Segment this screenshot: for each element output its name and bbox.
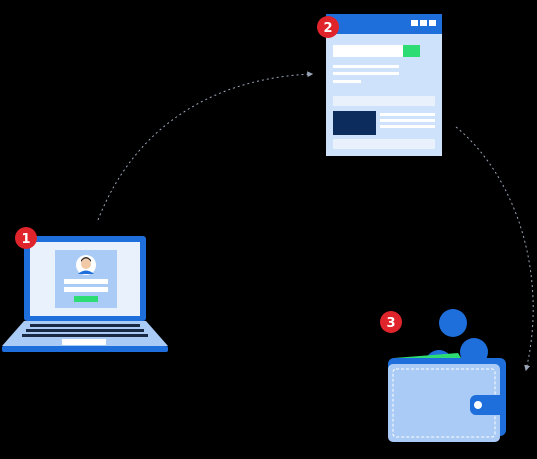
wallet-clasp — [470, 395, 506, 415]
step-badge-3-label: 3 — [386, 316, 395, 331]
step-badge-1-label: 1 — [21, 232, 30, 247]
window-dot-icon — [411, 20, 418, 26]
web-form-icon — [326, 14, 442, 156]
step-badge-2-label: 2 — [323, 21, 332, 36]
step-badge-1: 1 — [15, 227, 37, 249]
window-dot-icon — [420, 20, 427, 26]
flow-arrow-2-to-3 — [455, 126, 534, 372]
flow-arrow-1-to-2 — [97, 71, 314, 221]
step-badge-3: 3 — [380, 311, 402, 333]
step-1-laptop: 1 — [2, 227, 168, 352]
step-2-form: 2 — [317, 14, 442, 156]
laptop-login-icon — [2, 236, 168, 352]
wallet-coins-icon — [388, 309, 506, 442]
step-badge-2: 2 — [317, 16, 339, 38]
step-3-wallet: 3 — [380, 309, 506, 442]
window-dot-icon — [429, 20, 436, 26]
coin-icon — [439, 309, 467, 337]
